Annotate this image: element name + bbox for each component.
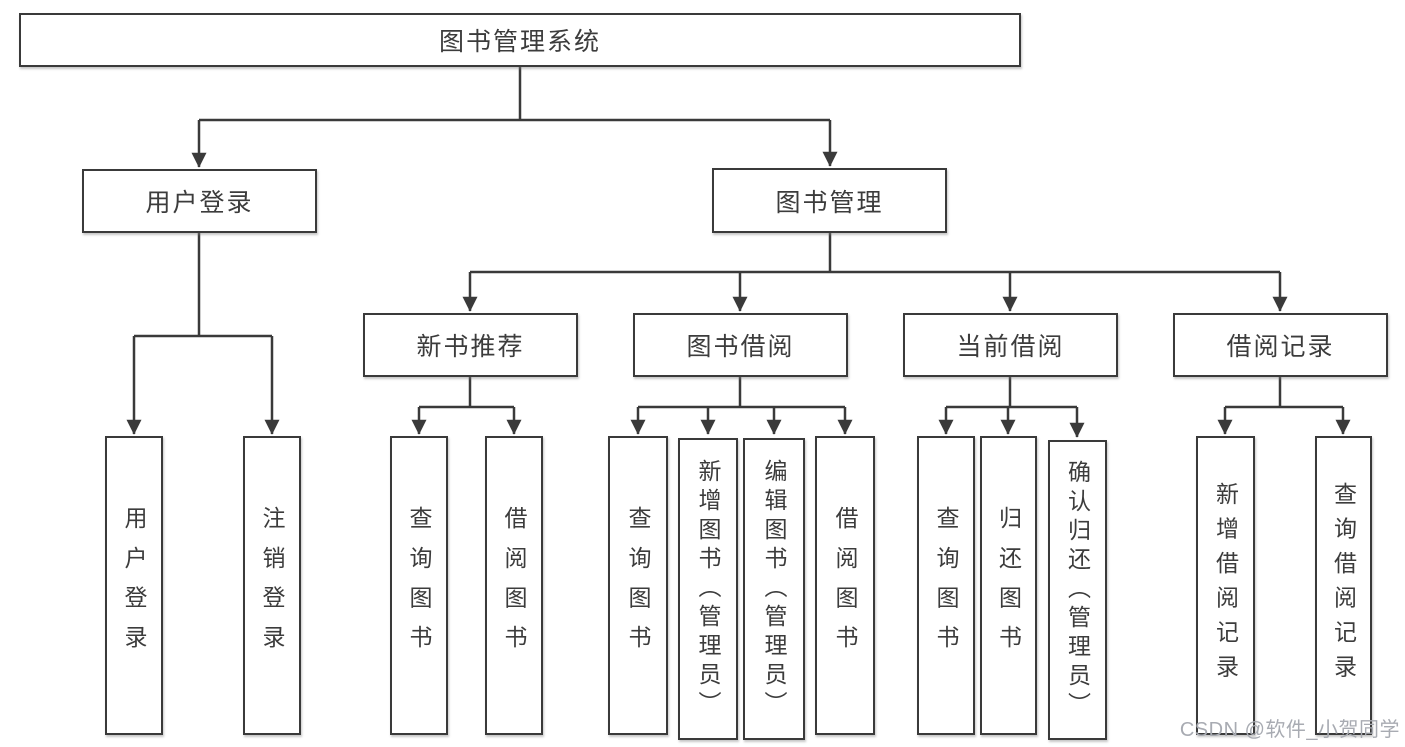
leaf-borrow-borrow-books: 借阅图书 xyxy=(815,436,875,735)
connector-borrowing-records-spine xyxy=(1225,377,1343,409)
leaf-records-add-record: 新增借阅记录 xyxy=(1196,436,1255,735)
node-current-borrowing: 当前借阅 xyxy=(903,313,1118,377)
leaf-current-query-books: 查询图书 xyxy=(917,436,975,735)
node-new-book-recommend: 新书推荐 xyxy=(363,313,578,377)
leaf-borrow-query-books-label: 查询图书 xyxy=(625,506,651,665)
leaf-user-login: 用户登录 xyxy=(105,436,163,735)
leaf-newbook-borrow-books-label: 借阅图书 xyxy=(501,506,527,665)
leaf-borrow-edit-books-admin-label: 编辑图书（管理员） xyxy=(761,458,787,720)
leaf-current-confirm-return-admin-label: 确认归还（管理员） xyxy=(1064,459,1091,721)
node-book-management: 图书管理 xyxy=(712,168,947,233)
leaf-newbook-query-books: 查询图书 xyxy=(390,436,448,735)
leaf-current-query-books-label: 查询图书 xyxy=(933,506,959,665)
connector-user-login-spine xyxy=(134,233,272,338)
leaf-records-query-record-label: 查询借阅记录 xyxy=(1330,482,1357,689)
connector-new-book-spine xyxy=(419,377,514,409)
connector-root-spine xyxy=(199,67,830,122)
leaf-records-query-record: 查询借阅记录 xyxy=(1315,436,1372,735)
leaf-current-return-books: 归还图书 xyxy=(980,436,1037,735)
node-root: 图书管理系统 xyxy=(19,13,1021,67)
connector-book-management-spine xyxy=(470,233,1280,274)
leaf-user-login-label: 用户登录 xyxy=(121,506,147,665)
leaf-records-add-record-label: 新增借阅记录 xyxy=(1212,482,1239,689)
leaf-borrow-add-books-admin-label: 新增图书（管理员） xyxy=(695,458,721,720)
connector-book-borrowing-spine xyxy=(638,377,845,409)
leaf-borrow-borrow-books-label: 借阅图书 xyxy=(832,506,858,665)
csdn-watermark: CSDN @软件_小贺同学 xyxy=(1179,719,1400,741)
connector-current-borrowing-spine xyxy=(946,377,1077,409)
node-user-login: 用户登录 xyxy=(82,169,317,233)
leaf-current-return-books-label: 归还图书 xyxy=(995,506,1022,665)
leaf-newbook-query-books-label: 查询图书 xyxy=(406,506,432,665)
leaf-borrow-edit-books-admin: 编辑图书（管理员） xyxy=(743,438,805,740)
leaf-borrow-query-books: 查询图书 xyxy=(608,436,668,735)
node-borrowing-records: 借阅记录 xyxy=(1173,313,1388,377)
node-book-borrowing: 图书借阅 xyxy=(633,313,848,377)
leaf-logout-login: 注销登录 xyxy=(243,436,301,735)
leaf-newbook-borrow-books: 借阅图书 xyxy=(485,436,543,735)
leaf-borrow-add-books-admin: 新增图书（管理员） xyxy=(678,438,738,740)
leaf-current-confirm-return-admin: 确认归还（管理员） xyxy=(1048,440,1107,740)
leaf-logout-login-label: 注销登录 xyxy=(259,506,285,665)
